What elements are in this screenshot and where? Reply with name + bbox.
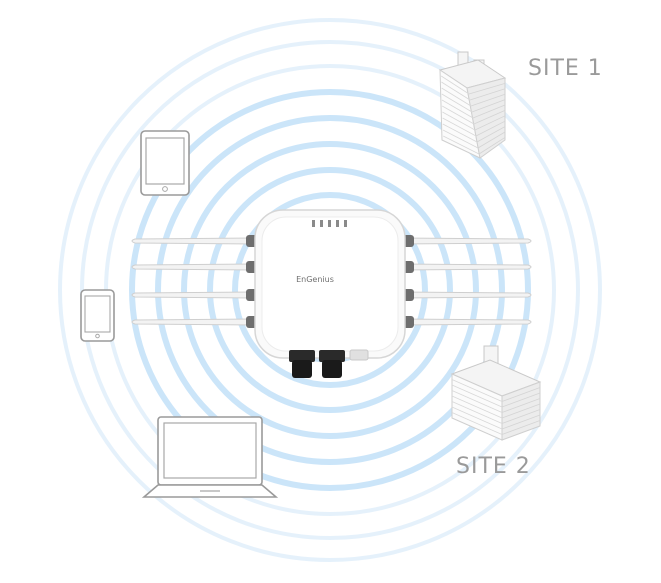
antenna-right [397,263,532,271]
antenna-left [131,291,263,299]
signal-ring [207,167,453,413]
smartphone-icon [80,289,115,342]
office-building-icon-site1 [438,51,507,159]
signal-ring [181,141,479,439]
antenna-left [131,318,263,326]
signal-ring [80,40,580,540]
signal-ring [155,115,505,465]
antenna-right [397,291,532,299]
wireless-access-point-icon [131,209,532,378]
antenna-right [397,237,532,245]
antenna-left [131,263,263,271]
status-led-row [312,220,347,227]
laptop-icon [141,416,279,498]
signal-ring [129,89,531,491]
tablet-icon [140,130,190,196]
site-1-label: SITE 1 [528,56,603,81]
antenna-left [131,237,263,245]
signal-ring [58,18,602,562]
antenna-right [397,318,532,326]
site-2-label: SITE 2 [456,454,531,479]
brand-logo-text: EnGenius [296,275,334,284]
signal-ring [232,192,428,388]
office-building-icon-site2 [450,345,542,441]
cable-glands [289,349,369,378]
signal-rings [58,18,602,562]
